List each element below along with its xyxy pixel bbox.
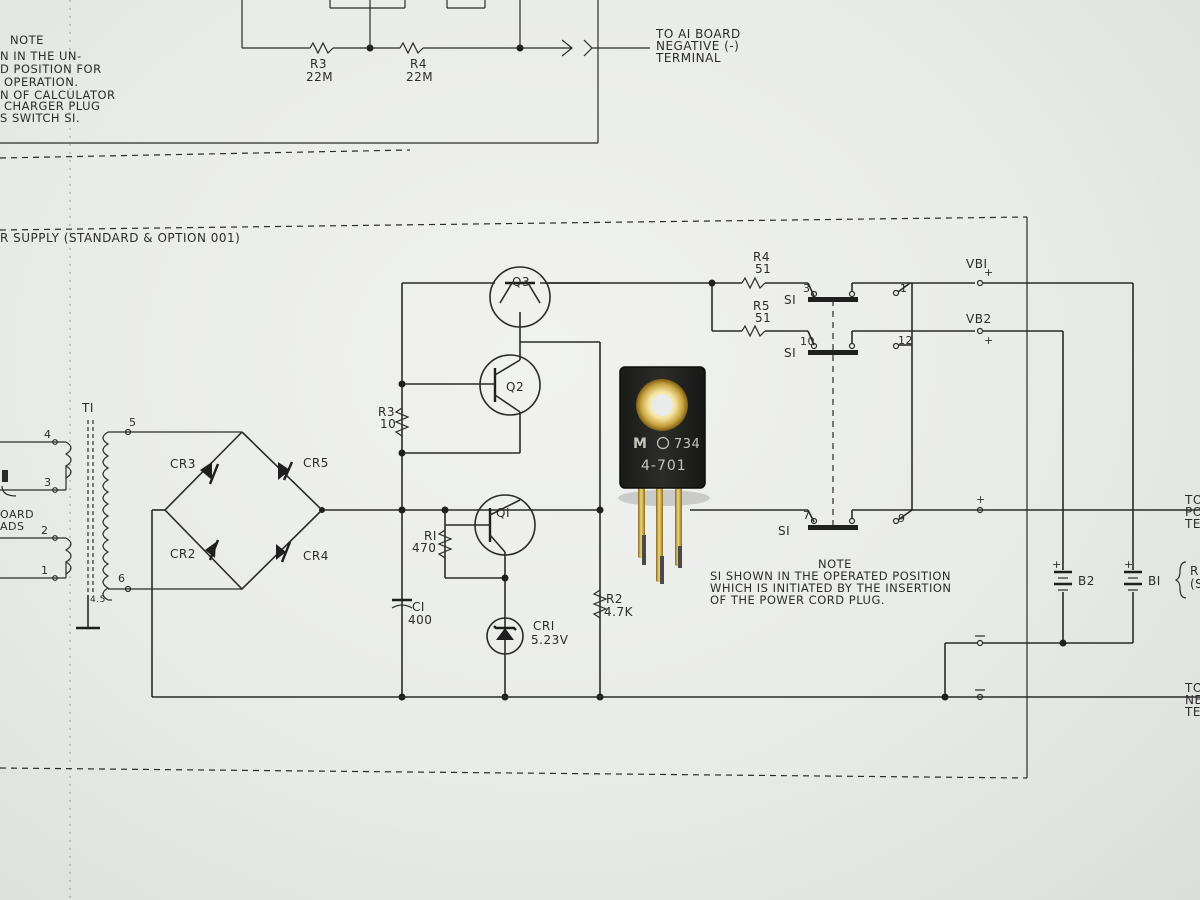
bottom-note-line2: WHICH IS INITIATED BY THE INSERTION xyxy=(710,581,952,595)
board-label-1: OARD xyxy=(0,508,34,521)
top-r4-value: 22M xyxy=(406,70,433,84)
resistor-r1-value: 470 xyxy=(412,541,436,555)
t1-pin-5: 5 xyxy=(129,416,137,429)
t1-pin-3: 3 xyxy=(44,476,52,489)
mark-icon xyxy=(656,436,670,450)
t1-pin-45: 4.5 xyxy=(90,595,106,605)
transformer-name: TI xyxy=(81,401,94,415)
component-part-number: 4-701 xyxy=(641,458,687,474)
resistor-r5-value: 51 xyxy=(755,311,771,325)
battery-vb2-label: VB2 xyxy=(966,312,992,326)
resistor-r2-name: R2 xyxy=(606,592,623,606)
top-note-line5: CHARGER PLUG xyxy=(4,99,100,113)
top-note-line1: N IN THE UN- xyxy=(0,49,82,63)
resistor-r3-name: R3 xyxy=(378,405,395,419)
top-note-line4: N OF CALCULATOR xyxy=(0,88,116,102)
b2-plus: + xyxy=(1052,558,1062,571)
switch-pin-1: 1 xyxy=(900,282,908,295)
top-r3-value: 22M xyxy=(306,70,333,84)
switch-s1-section: R4 51 R5 51 SI 3 1 SI 10 12 xyxy=(690,250,1200,607)
resistor-r5-name: R5 xyxy=(753,299,770,313)
right-top-label-2: PO xyxy=(1185,505,1200,519)
transformer-t1: TI 5 4 3 2 1 6 4.5 OARD ADS xyxy=(0,401,242,630)
to-ai-board-line3: TERMINAL xyxy=(655,51,721,65)
capacitor-c1-name: CI xyxy=(412,600,425,614)
right-bottom-label-1: TO xyxy=(1184,681,1200,695)
right-top-label-3: TE xyxy=(1184,517,1200,531)
resistor-r4-value: 51 xyxy=(755,262,771,276)
switch-s1-mid-label: SI xyxy=(784,346,796,360)
right-bottom-label-3: TE xyxy=(1184,705,1200,719)
diode-cr4-label: CR4 xyxy=(303,549,329,563)
t1-pin-2: 2 xyxy=(41,524,49,537)
switch-s1-bottom-label: SI xyxy=(778,524,790,538)
zener-cr1-name: CRI xyxy=(533,619,555,633)
t1-pin-4: 4 xyxy=(44,428,52,441)
resistor-r1-name: RI xyxy=(424,529,437,543)
regulator-circuit: Q3 Q2 R3 10 QI RI 470 CI 400 CRI 5 xyxy=(319,266,712,701)
top-note-line6: S SWITCH SI. xyxy=(0,111,80,125)
top-r4-name: R4 xyxy=(410,57,427,71)
diode-cr5-label: CR5 xyxy=(303,456,329,470)
resistor-r2-value: 4.7K xyxy=(604,605,634,619)
switch-s1-top-label: SI xyxy=(784,293,796,307)
bottom-note-line1: SI SHOWN IN THE OPERATED POSITION xyxy=(710,569,951,583)
bottom-note-title: NOTE xyxy=(818,557,852,571)
zener-cr1-value: 5.23V xyxy=(531,633,569,647)
vb1-plus: + xyxy=(984,266,994,279)
bottom-note-line3: OF THE POWER CORD PLUG. xyxy=(710,593,885,607)
battery-b1-label: BI xyxy=(1148,574,1161,588)
t1-pin-1: 1 xyxy=(41,564,49,577)
section-title: R SUPPLY (STANDARD & OPTION 001) xyxy=(0,231,240,245)
to-ai-board-line2: NEGATIVE (-) xyxy=(656,39,739,53)
top-note-line3: OPERATION. xyxy=(4,75,78,89)
component-logo: M xyxy=(633,436,647,452)
battery-vb1-label: VBI xyxy=(966,257,987,271)
top-note-line2: D POSITION FOR xyxy=(0,62,102,76)
battery-b2-label: B2 xyxy=(1078,574,1095,588)
resistor-r4-name: R4 xyxy=(753,250,770,264)
resistor-r3-value: 10 xyxy=(380,417,396,431)
to-ai-board-line1: TO AI BOARD xyxy=(655,27,741,41)
output-plus: + xyxy=(976,493,986,506)
top-r3-name: R3 xyxy=(310,57,327,71)
switch-pin-3: 3 xyxy=(803,282,811,295)
component-code: 734 xyxy=(674,437,700,452)
transistor-q2-label: Q2 xyxy=(506,380,524,394)
diode-cr3-label: CR3 xyxy=(170,457,196,471)
switch-pin-9: 9 xyxy=(898,512,906,525)
top-note-title: NOTE xyxy=(10,33,44,47)
vb2-plus: + xyxy=(984,334,994,347)
right-top-label-1: TO xyxy=(1184,493,1200,507)
capacitor-c1-value: 400 xyxy=(408,613,432,627)
diode-cr2-label: CR2 xyxy=(170,547,196,561)
b1-plus: + xyxy=(1124,558,1134,571)
switch-pin-12: 12 xyxy=(898,334,913,347)
switch-pin-10: 10 xyxy=(800,335,815,348)
right-bottom-label-2: NE xyxy=(1185,693,1200,707)
section-frame: R SUPPLY (STANDARD & OPTION 001) xyxy=(0,216,1028,779)
t1-pin-6: 6 xyxy=(118,572,126,585)
transistor-q3-label: Q3 xyxy=(512,275,530,289)
switch-pin-7: 7 xyxy=(803,509,811,522)
bridge-rectifier: CR3 CR5 CR2 CR4 xyxy=(151,431,600,697)
board-label-2: ADS xyxy=(0,520,24,533)
transistor-q1-label: QI xyxy=(496,506,510,520)
battery-section: VBI VB2 + + BI + B2 + + TO PO TE R xyxy=(941,257,1200,719)
right-mid-label-2: (S xyxy=(1190,577,1200,591)
physical-transistor: M 734 4-701 xyxy=(618,366,710,584)
right-mid-label-1: R xyxy=(1190,564,1199,578)
